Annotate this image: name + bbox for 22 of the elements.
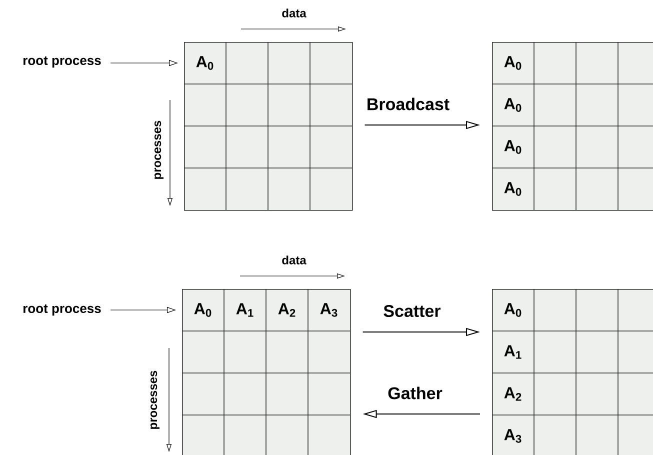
cell-label: A$_{1}$ (236, 303, 254, 317)
cell-label: A$_{1}$ (504, 345, 522, 359)
cell-label: A$_{3}$ (320, 303, 338, 317)
cell-label: A$_{0}$ (504, 56, 522, 70)
axis-label: processes (150, 370, 160, 429)
edge-label: Gather (386, 386, 444, 400)
cell-label: A$_{2}$ (278, 303, 296, 317)
cell-label: A$_{3}$ (504, 429, 522, 443)
cell-label: A$_{0}$ (504, 98, 522, 112)
edge-label: Broadcast (365, 96, 451, 112)
pointer-label: root process (24, 56, 101, 68)
pointer-label: root process (24, 304, 101, 316)
axis-label: processes (154, 120, 164, 179)
edge-label: Scatter (382, 304, 442, 318)
cell-label: A$_{2}$ (504, 387, 522, 401)
cell-label: A$_{0}$ (504, 140, 522, 154)
cell-label: A$_{0}$ (504, 303, 522, 317)
cell-label: A$_{0}$ (194, 303, 212, 317)
axis-label: data (282, 256, 306, 264)
cell-label: A$_{0}$ (196, 56, 214, 70)
axis-label: data (282, 8, 306, 18)
cell-label: A$_{0}$ (504, 182, 522, 196)
